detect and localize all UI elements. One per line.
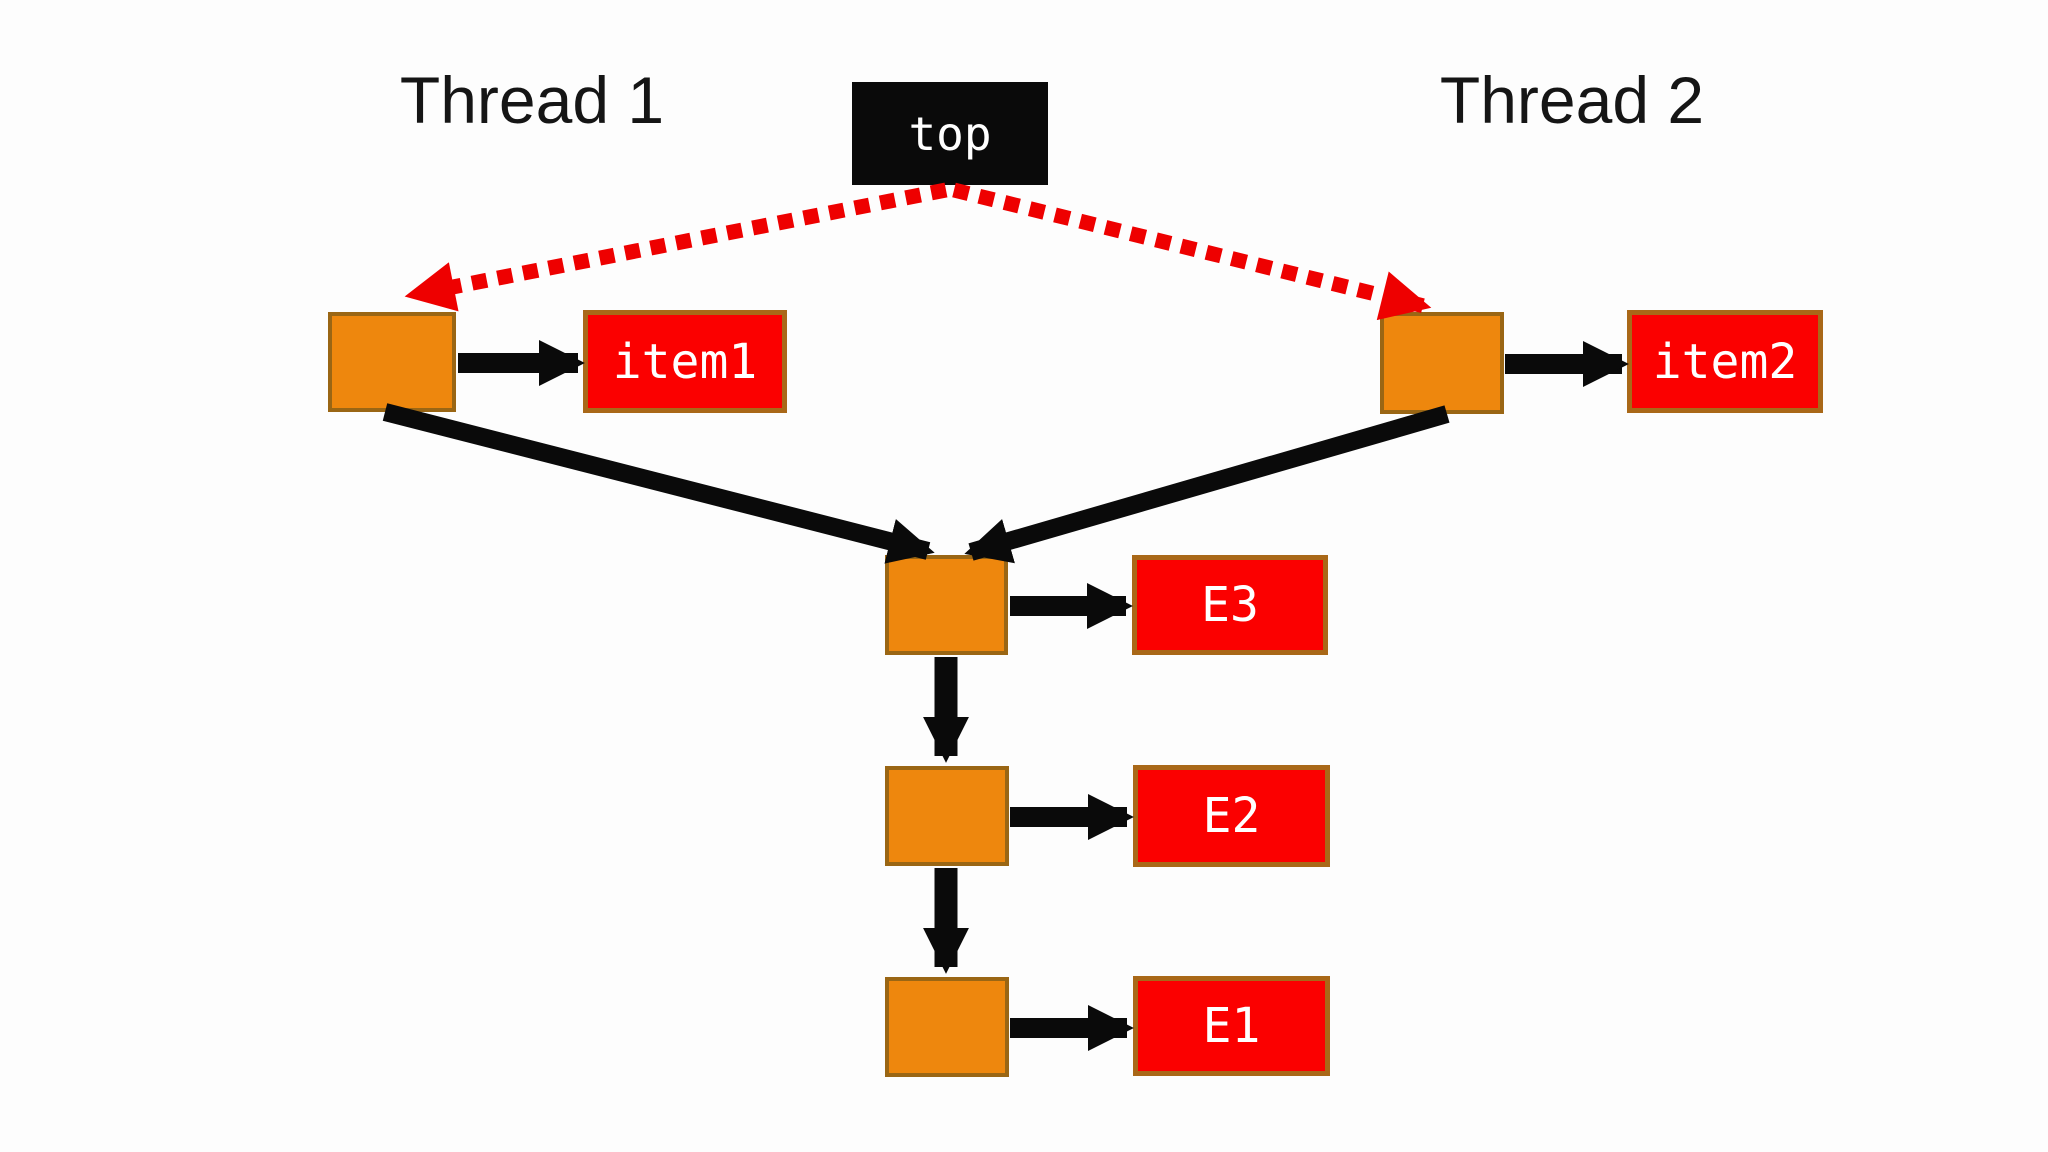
e3-label: E3 xyxy=(1201,577,1259,633)
e3-box: E3 xyxy=(1132,555,1328,655)
e2-box: E2 xyxy=(1133,765,1330,867)
thread2-label: Thread 2 xyxy=(1439,63,1705,137)
item2-box: item2 xyxy=(1627,310,1823,413)
top-pointer-label: top xyxy=(908,106,992,161)
top-pointer-box: top xyxy=(852,82,1048,185)
e1-label: E1 xyxy=(1202,998,1261,1054)
stack-node-thread2 xyxy=(1380,312,1504,414)
thread1-label: Thread 1 xyxy=(399,63,665,137)
e2-label: E2 xyxy=(1202,788,1261,844)
stack-node-e1 xyxy=(885,977,1009,1077)
stack-node-e2 xyxy=(885,766,1009,866)
stack-node-e3 xyxy=(885,555,1008,655)
edge-thread2-node-to-node-e3 xyxy=(964,405,1450,564)
e1-box: E1 xyxy=(1133,976,1330,1076)
item2-label: item2 xyxy=(1652,333,1798,390)
edge-thread1-node-to-node-e3 xyxy=(382,403,935,564)
item1-label: item1 xyxy=(612,333,758,390)
edge-top-to-thread2-node xyxy=(952,182,1432,321)
edge-top-to-thread1-node xyxy=(404,182,948,312)
stack-node-thread1 xyxy=(328,312,456,412)
item1-box: item1 xyxy=(583,310,787,413)
